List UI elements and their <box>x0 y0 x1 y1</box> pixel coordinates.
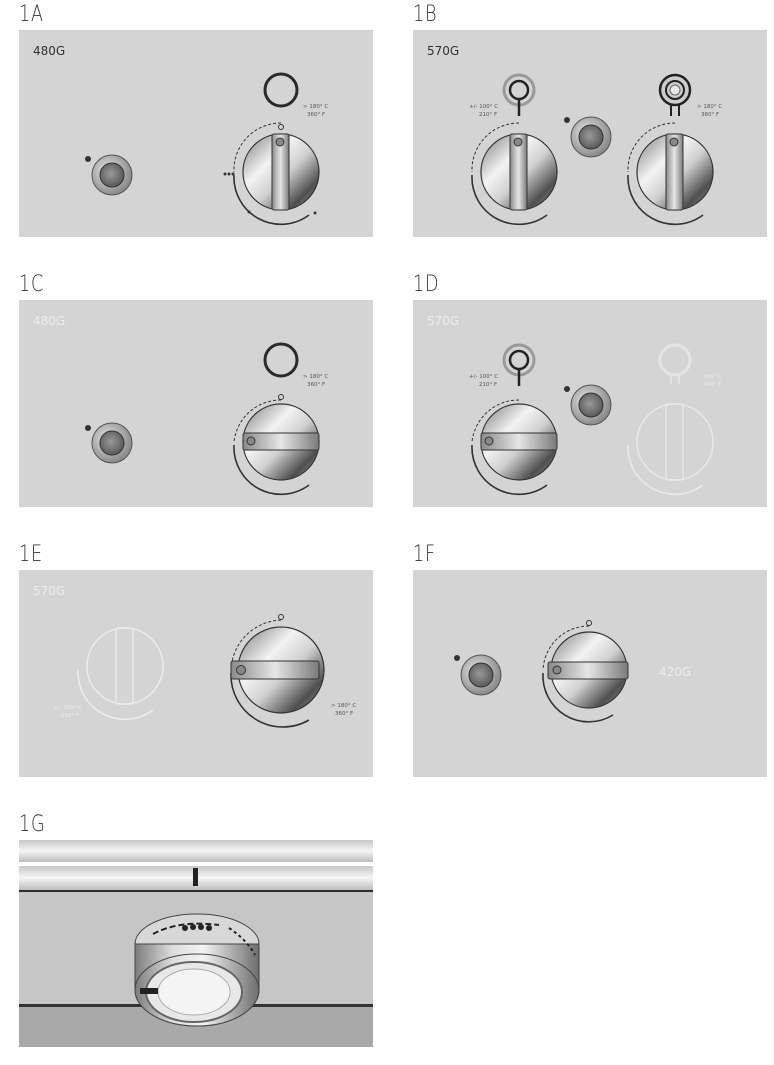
spark-icon <box>85 425 91 431</box>
spark-icon <box>85 156 91 162</box>
panel-label-1F: 1F <box>413 542 436 567</box>
ignition-button[interactable] <box>91 154 133 196</box>
control-knob[interactable] <box>242 403 320 481</box>
control-panel-1A: 480G > 180° C 360° F <box>19 30 373 237</box>
ignition-button[interactable] <box>91 422 133 464</box>
temp-c-left: +/- 100° C <box>469 374 498 380</box>
temp-c-left: +/- 100° C <box>53 705 82 711</box>
ignition-button[interactable] <box>460 654 502 696</box>
temp-f-left: 210° F <box>479 112 497 118</box>
control-knob-right[interactable] <box>230 626 325 714</box>
scale-arc-dashed <box>233 122 282 173</box>
temp-f-right: 360° F <box>701 112 719 118</box>
temp-f-right: 360° F <box>703 382 721 388</box>
spark-icon <box>454 655 460 661</box>
temp-f-left: 210° F <box>61 713 79 719</box>
rail-top <box>19 840 373 862</box>
control-panel-1D: 570G +/- 100° C 210° F 180° C 360° F <box>413 300 767 507</box>
burner-ring-icon <box>263 72 299 108</box>
panel-label-1E: 1E <box>19 542 43 567</box>
temp-f: 360° F <box>307 112 325 118</box>
control-panel-1G <box>19 840 373 1047</box>
knob-3d[interactable] <box>134 913 260 1027</box>
spark-icon <box>564 386 570 392</box>
control-knob[interactable] <box>242 133 320 211</box>
model-label: 570G <box>33 584 65 598</box>
temp-c-left: +/- 100° C <box>469 104 498 110</box>
panel-label-1C: 1C <box>19 272 45 297</box>
panel-label-1B: 1B <box>413 2 438 27</box>
control-panel-1B: 570G +/- 100° C 210° F > 180° C 360° F <box>413 30 767 237</box>
temp-f-left: 210° F <box>479 382 497 388</box>
control-knob-right-faded[interactable] <box>627 403 714 496</box>
scale-arc-solid <box>233 174 310 226</box>
flame-icons <box>182 924 212 931</box>
control-knob-left[interactable] <box>480 403 558 481</box>
burner-ring-left-icon <box>502 73 536 116</box>
burner-ring-right-icon <box>658 343 692 384</box>
off-marker-icon <box>278 124 284 130</box>
control-knob-left[interactable] <box>480 133 558 211</box>
flame-icons <box>223 172 317 215</box>
temp-c-right: 180° C <box>703 374 722 380</box>
control-panel-1F: 420G <box>413 570 767 777</box>
temp-c: > 180° C <box>303 374 328 380</box>
control-knob-left-faded[interactable] <box>77 627 164 721</box>
model-label: 480G <box>33 44 65 58</box>
model-label: 420G <box>659 665 691 679</box>
control-knob[interactable] <box>547 631 629 709</box>
position-marker <box>193 868 198 886</box>
temp-c-right: > 180° C <box>331 703 356 709</box>
model-label: 570G <box>427 44 459 58</box>
temp-c: > 180° C <box>303 104 328 110</box>
model-label: 570G <box>427 314 459 328</box>
panel-label-1G: 1G <box>19 812 46 837</box>
burner-ring-icon <box>263 342 299 378</box>
ignition-button[interactable] <box>570 116 612 158</box>
knob-indicator <box>140 988 158 994</box>
model-label: 480G <box>33 314 65 328</box>
control-panel-1E: 570G +/- 100° C 210° F > 180° C 360° F <box>19 570 373 777</box>
panel-label-1D: 1D <box>413 272 440 297</box>
burner-ring-right-icon <box>658 73 692 116</box>
panel-label-1A: 1A <box>19 2 44 27</box>
spark-icon <box>564 117 570 123</box>
control-knob-right[interactable] <box>636 133 714 211</box>
control-panel-1C: 480G > 180° C 360° F <box>19 300 373 507</box>
temp-f-right: 360° F <box>335 711 353 717</box>
temp-c-right: > 180° C <box>697 104 722 110</box>
ignition-button[interactable] <box>570 384 612 426</box>
temp-f: 360° F <box>307 382 325 388</box>
burner-ring-left-icon <box>502 343 536 386</box>
